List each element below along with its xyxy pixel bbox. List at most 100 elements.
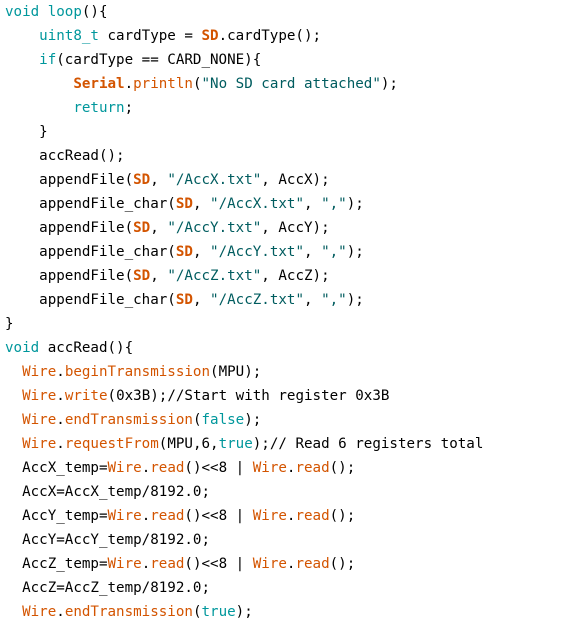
code-token: ()<<8 |: [184, 460, 253, 476]
code-token: write: [64, 388, 108, 404]
code-token: AccY=AccY_temp/8192.0;: [22, 532, 211, 548]
code-token: );: [346, 244, 364, 260]
code-token: .: [56, 436, 65, 452]
code-token: loop: [47, 4, 82, 20]
code-token: "/AccZ.txt": [167, 268, 262, 284]
code-token: AccZ_temp=: [22, 556, 108, 572]
code-token: ",": [321, 196, 347, 212]
code-token: , AccX);: [261, 172, 330, 188]
code-token: SD: [133, 268, 151, 284]
code-token: (: [192, 76, 202, 92]
code-token: );: [380, 76, 398, 92]
code-line: AccX=AccX_temp/8192.0;: [0, 480, 568, 504]
code-token: "/AccX.txt": [210, 196, 304, 212]
code-line: AccY_temp=Wire.read()<<8 | Wire.read();: [0, 504, 568, 528]
code-token: ,: [304, 292, 322, 308]
code-token: .: [141, 508, 151, 524]
code-line: Wire.beginTransmission(MPU);: [0, 360, 568, 384]
code-indent: [5, 52, 39, 68]
code-token: requestFrom: [64, 436, 159, 452]
code-token: ,: [192, 292, 211, 308]
code-indent: [5, 244, 39, 260]
code-line: appendFile(SD, "/AccY.txt", AccY);: [0, 216, 568, 240]
code-token: .: [286, 556, 296, 572]
code-indent: [5, 124, 39, 140]
code-indent: [5, 460, 22, 476]
code-token: SD: [175, 244, 193, 260]
code-line: appendFile_char(SD, "/AccY.txt", ",");: [0, 240, 568, 264]
code-line: Wire.write(0x3B);//Start with register 0…: [0, 384, 568, 408]
code-token: Wire: [107, 460, 142, 476]
code-indent: [5, 220, 39, 236]
code-token: cardType =: [98, 28, 202, 44]
code-line: Wire.requestFrom(MPU,6,true);// Read 6 r…: [0, 432, 568, 456]
code-token: read: [295, 556, 330, 572]
code-token: read: [150, 556, 185, 572]
code-token: "/AccY.txt": [210, 244, 304, 260]
code-token: appendFile_char(: [39, 244, 176, 260]
code-indent: [5, 436, 22, 452]
code-indent: [5, 76, 73, 92]
code-token: ,: [150, 268, 168, 284]
code-line: appendFile_char(SD, "/AccX.txt", ",");: [0, 192, 568, 216]
code-token: , AccZ);: [261, 268, 330, 284]
code-token: accRead(){: [39, 340, 134, 356]
code-token: endTransmission: [64, 412, 193, 428]
code-token: ();: [329, 556, 356, 572]
code-token: );: [346, 196, 364, 212]
code-token: Wire: [252, 556, 287, 572]
code-token: SD: [175, 292, 193, 308]
code-token: .: [286, 460, 296, 476]
code-token: AccY_temp=: [22, 508, 108, 524]
code-line: Wire.endTransmission(true);: [0, 600, 568, 624]
code-token: Serial: [73, 76, 125, 92]
code-token: (0x3B);//Start with register 0x3B: [107, 388, 390, 404]
code-token: .: [56, 388, 65, 404]
code-token: }: [5, 316, 14, 332]
code-token: ,: [150, 220, 168, 236]
code-line: }: [0, 120, 568, 144]
code-token: .: [56, 604, 65, 620]
code-line: AccY=AccY_temp/8192.0;: [0, 528, 568, 552]
code-line: AccX_temp=Wire.read()<<8 | Wire.read();: [0, 456, 568, 480]
code-token: Wire: [22, 412, 57, 428]
code-token: Wire: [252, 508, 287, 524]
code-token: SD: [133, 172, 151, 188]
code-line: if(cardType == CARD_NONE){: [0, 48, 568, 72]
code-token: (cardType == CARD_NONE){: [56, 52, 262, 68]
code-token: read: [295, 460, 330, 476]
code-token: ",": [321, 244, 347, 260]
code-token: (MPU);: [210, 364, 262, 380]
code-indent: [5, 196, 39, 212]
code-token: endTransmission: [64, 604, 193, 620]
code-token: ()<<8 |: [184, 508, 253, 524]
code-line: accRead();: [0, 144, 568, 168]
code-token: AccX_temp=: [22, 460, 108, 476]
code-token: println: [133, 76, 193, 92]
code-indent: [5, 580, 22, 596]
code-token: "/AccY.txt": [167, 220, 262, 236]
code-token: (: [192, 412, 202, 428]
code-token: ,: [304, 196, 322, 212]
code-token: .: [56, 412, 65, 428]
code-indent: [5, 148, 39, 164]
code-token: );: [346, 292, 364, 308]
code-indent: [5, 484, 22, 500]
code-token: ,: [304, 244, 322, 260]
code-token: appendFile(: [39, 172, 134, 188]
code-line: Wire.endTransmission(false);: [0, 408, 568, 432]
code-token: , AccY);: [261, 220, 330, 236]
code-token: SD: [201, 28, 219, 44]
code-token: Wire: [107, 508, 142, 524]
code-line: void loop(){: [0, 0, 568, 24]
code-line: AccZ=AccZ_temp/8192.0;: [0, 576, 568, 600]
code-indent: [5, 508, 22, 524]
code-token: Wire: [107, 556, 142, 572]
code-token: ()<<8 |: [184, 556, 253, 572]
code-token: Wire: [22, 604, 57, 620]
code-line: uint8_t cardType = SD.cardType();: [0, 24, 568, 48]
code-indent: [5, 604, 22, 620]
code-token: return: [73, 100, 125, 116]
code-token: ();: [329, 460, 356, 476]
